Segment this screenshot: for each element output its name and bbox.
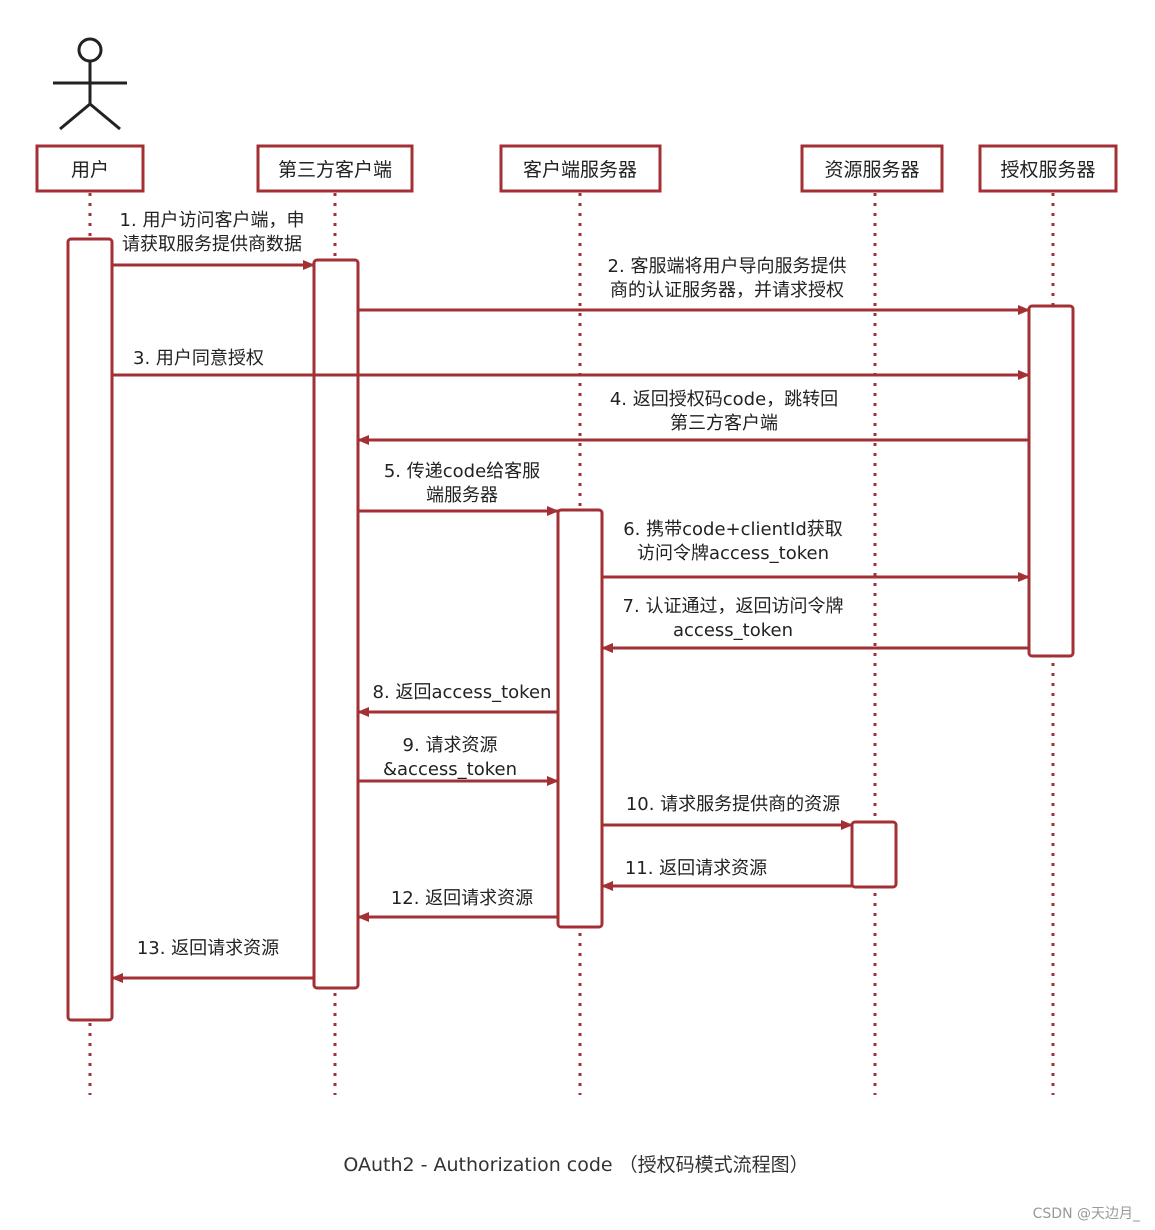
message-1-label-line2: 请获取服务提供商数据 <box>122 234 302 255</box>
message-4-label-line1: 4. 返回授权码code，跳转回 <box>610 389 838 410</box>
message-1-label-line1: 1. 用户访问客户端，申 <box>120 210 305 231</box>
participant-label: 用户 <box>71 159 109 181</box>
message-5-label-line1: 5. 传递code给客服 <box>384 461 540 482</box>
message-6-label-line1: 6. 携带code+clientId获取 <box>623 519 843 540</box>
message-6-label-line2: 访问令牌access_token <box>637 543 829 564</box>
messages <box>111 260 1030 983</box>
watermark: CSDN @天边月_ <box>1033 1206 1141 1222</box>
message-11-label-line1: 11. 返回请求资源 <box>625 858 767 879</box>
activation-resource <box>850 820 898 889</box>
activation-user <box>66 237 114 1022</box>
message-2-label-line1: 2. 客服端将用户导向服务提供 <box>608 256 847 277</box>
activation-auth <box>1027 304 1075 658</box>
participant-label: 第三方客户端 <box>278 159 392 181</box>
message-7-label-line2: access_token <box>673 620 793 641</box>
participant-headers: 用户 第三方客户端 客户端服务器 资源服务器 授权服务器 <box>35 144 1118 193</box>
stick-figure-icon <box>53 37 127 131</box>
participant-client: 第三方客户端 <box>256 144 414 193</box>
message-4-label-line2: 第三方客户端 <box>670 413 778 434</box>
message-labels: 1. 用户访问客户端，申 请获取服务提供商数据 2. 客服端将用户导向服务提供 … <box>120 210 847 959</box>
participant-label: 资源服务器 <box>824 159 919 181</box>
activation-client <box>312 258 360 990</box>
participant-resource: 资源服务器 <box>800 144 944 193</box>
message-3-label-line1: 3. 用户同意授权 <box>133 348 264 369</box>
message-2-label-line2: 商的认证服务器，并请求授权 <box>610 280 844 301</box>
participant-label: 授权服务器 <box>1000 159 1095 181</box>
message-13-label-line1: 13. 返回请求资源 <box>137 938 279 959</box>
participant-user: 用户 <box>35 144 145 193</box>
diagram-caption: OAuth2 - Authorization code （授权码模式流程图） <box>343 1154 808 1176</box>
participant-server: 客户端服务器 <box>499 144 662 193</box>
message-5-label-line2: 端服务器 <box>426 485 498 506</box>
message-9-label-line1: 9. 请求资源 <box>403 735 498 756</box>
message-12-label-line1: 12. 返回请求资源 <box>391 888 533 909</box>
activation-bars <box>66 237 1075 1022</box>
message-8-label-line1: 8. 返回access_token <box>373 682 552 703</box>
participant-auth: 授权服务器 <box>978 144 1118 193</box>
message-9-label-line2: &access_token <box>383 759 517 780</box>
message-7-label-line1: 7. 认证通过，返回访问令牌 <box>623 596 844 617</box>
participant-label: 客户端服务器 <box>523 159 637 181</box>
message-10-label-line1: 10. 请求服务提供商的资源 <box>626 794 840 815</box>
activation-server <box>556 508 604 929</box>
